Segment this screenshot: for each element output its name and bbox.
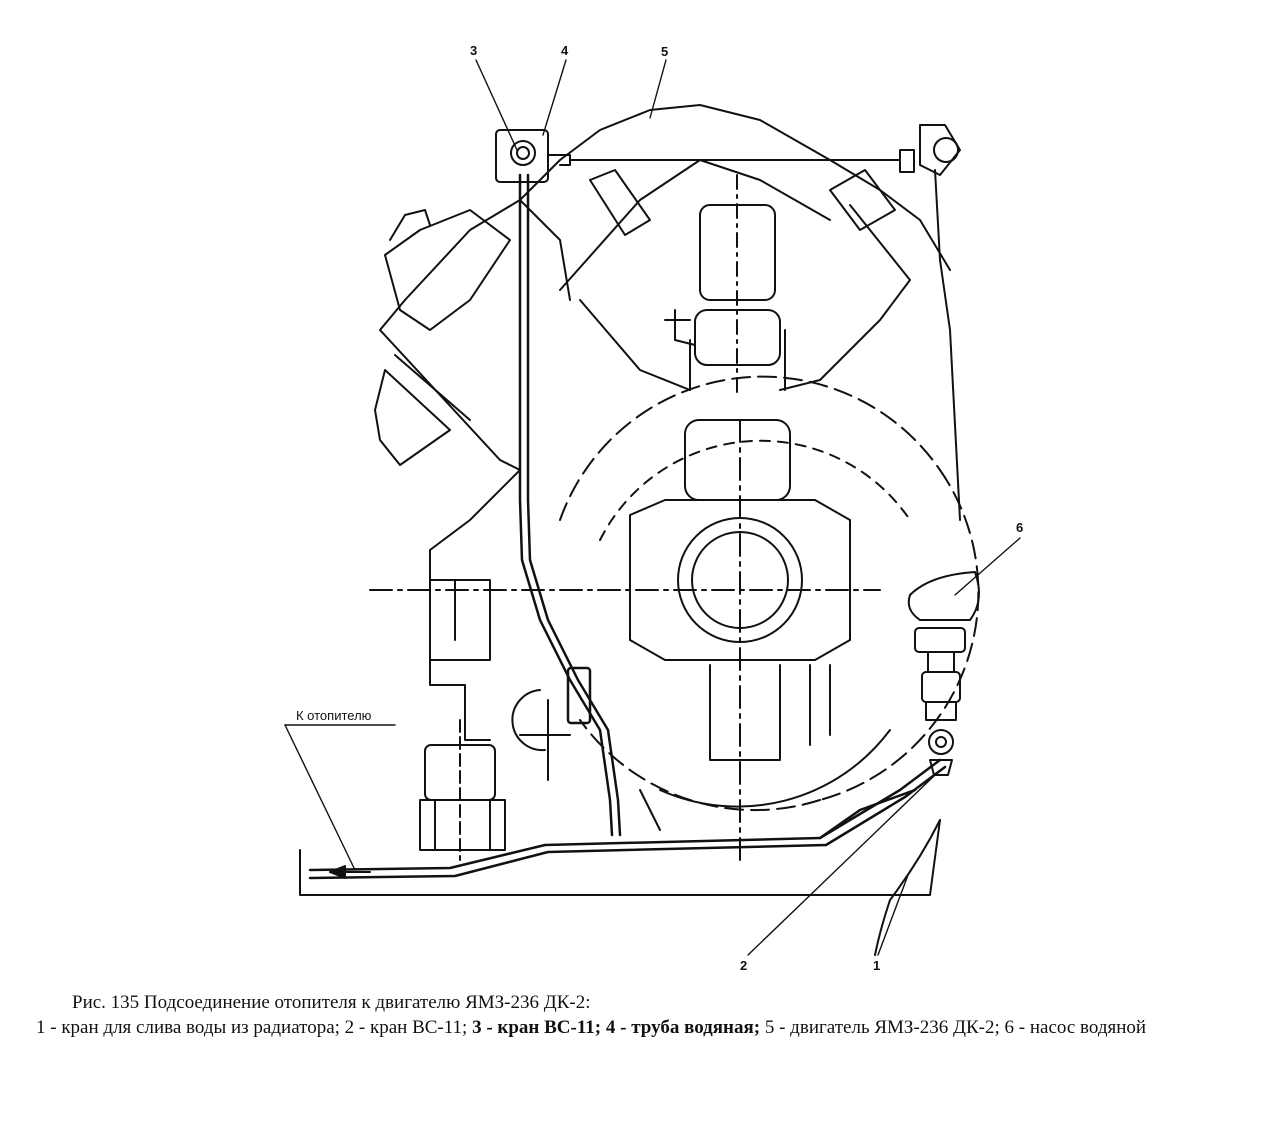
caption-item-1: 1 - кран для слива воды из радиатора; xyxy=(36,1017,345,1038)
callout-4: 4 xyxy=(561,43,569,58)
figure-caption: Рис. 135 Подсоединение отопителя к двига… xyxy=(36,990,1266,1040)
engine-block xyxy=(374,104,951,601)
cylinder-head xyxy=(664,174,786,396)
water-pump xyxy=(907,571,980,776)
caption-item-5: 5 - двигатель ЯМЗ-236 ДК-2; xyxy=(764,1017,1005,1038)
caption-item-6: 6 - насос водяной xyxy=(1004,1017,1147,1038)
caption-items: 1 - кран для слива воды из радиатора; 2 … xyxy=(36,1015,1266,1040)
heater-arrow xyxy=(329,865,371,879)
callout-labels: 3 4 5 6 2 1 К отопителю xyxy=(296,43,1023,973)
callout-5: 5 xyxy=(661,44,668,59)
caption-item-2: 2 - кран ВС-11; xyxy=(344,1017,473,1038)
water-pipe xyxy=(308,173,947,880)
caption-item-3-4: 3 - кран ВС-11; 4 - труба водяная; xyxy=(472,1017,765,1038)
engine-heater-connection-diagram: 3 4 5 6 2 1 К отопителю xyxy=(284,43,1023,973)
heater-label: К отопителю xyxy=(296,708,372,723)
callout-1: 1 xyxy=(873,958,880,973)
engine-mount xyxy=(419,579,571,861)
leader-lines xyxy=(284,59,1021,956)
callout-6: 6 xyxy=(1016,520,1023,535)
crankshaft-hub xyxy=(369,419,881,861)
callout-3: 3 xyxy=(470,43,477,58)
frame-contour xyxy=(299,789,941,956)
callout-2: 2 xyxy=(740,958,747,973)
tap-vs11-top xyxy=(495,124,961,521)
flywheel-housing xyxy=(559,375,980,812)
caption-title: Рис. 135 Подсоединение отопителя к двига… xyxy=(72,992,591,1013)
